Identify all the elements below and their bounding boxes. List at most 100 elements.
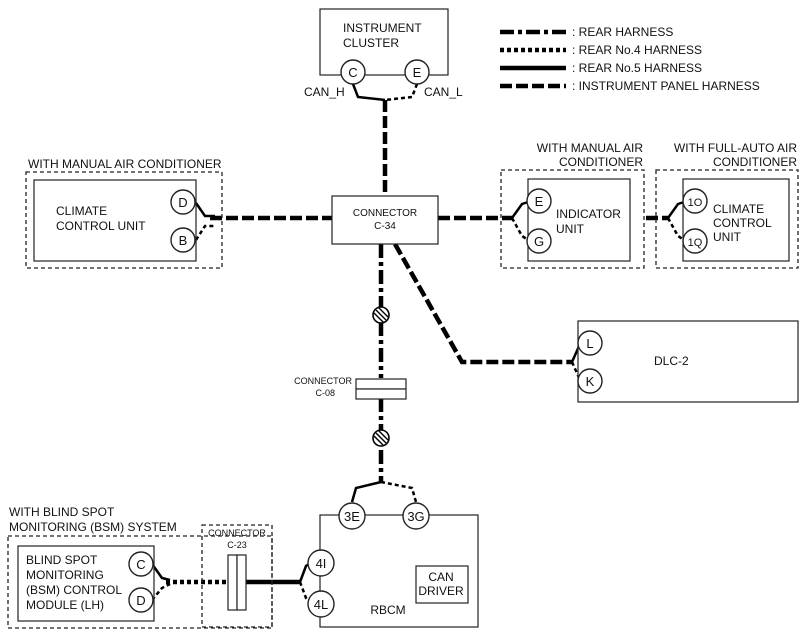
full-auto-unit-label-1: CLIMATE xyxy=(713,202,764,216)
pin-circle xyxy=(402,502,430,530)
pin-circle xyxy=(682,228,708,254)
legend-instrument-panel-harness-label: : INSTRUMENT PANEL HARNESS xyxy=(572,79,760,93)
pin-label: D xyxy=(178,195,187,210)
pin-label: G xyxy=(534,234,544,249)
pin-circle xyxy=(682,188,708,214)
legend-rear-harness-label: : REAR HARNESS xyxy=(572,25,673,39)
climate-control-unit-manual: WITH MANUAL AIR CONDITIONER CLIMATE CONT… xyxy=(25,157,223,269)
pin-circle xyxy=(526,188,552,214)
connector-c34: CONNECTOR C-34 xyxy=(331,195,439,245)
pin-circle xyxy=(577,330,603,356)
rbcm: RBCM CAN DRIVER 3E 3G 4I 4L xyxy=(307,502,479,628)
wire-full-auto-1q xyxy=(666,217,685,242)
connector-c08-top xyxy=(355,378,407,390)
connector-c23-left xyxy=(227,554,238,611)
climate-control-unit-label-1: CLIMATE xyxy=(56,204,107,218)
pin-circle xyxy=(128,551,154,577)
can-driver-label-1: CAN xyxy=(428,570,453,584)
pin-label: 4L xyxy=(314,597,328,612)
bsm-module-label-3: (BSM) CONTROL xyxy=(26,583,122,597)
wire-rbcm-3e-branch xyxy=(350,480,382,503)
pin-label: D xyxy=(136,593,145,608)
pin-label: K xyxy=(586,374,595,389)
dlc-2: DLC-2 L K xyxy=(577,320,799,403)
pin-circle xyxy=(526,228,552,254)
connector-c08-label-1: CONNECTOR xyxy=(294,376,352,386)
can-driver-box xyxy=(415,565,469,604)
wire-c34-to-dlc xyxy=(393,242,572,365)
connector-c34-label-1: CONNECTOR xyxy=(353,208,417,219)
wire-bsm-d xyxy=(151,582,171,601)
full-auto-unit-label-2: CONTROL xyxy=(713,216,772,230)
connector-c34-box xyxy=(331,195,439,245)
twisted-pair-icon xyxy=(372,429,390,447)
bsm-dashed-group xyxy=(7,535,273,629)
pin-circle xyxy=(128,587,154,613)
full-auto-dashed-group xyxy=(655,169,799,269)
wire-rbcm-3g-branch xyxy=(380,480,418,503)
instrument-cluster-label-1: INSTRUMENT xyxy=(343,21,422,35)
pin-label: E xyxy=(535,194,544,209)
full-auto-unit-label-3: UNIT xyxy=(713,230,742,244)
rbcm-label: RBCM xyxy=(370,603,405,617)
connector-c08: CONNECTOR C-08 xyxy=(294,376,407,400)
indicator-unit-group: WITH MANUAL AIR CONDITIONER INDICATOR UN… xyxy=(500,141,645,269)
indicator-caption-1: WITH MANUAL AIR xyxy=(537,141,644,155)
wire-climate-d xyxy=(194,202,215,218)
full-auto-caption-2: CONDITIONER xyxy=(713,155,797,169)
climate-control-unit-label-2: CONTROL UNIT xyxy=(56,219,146,233)
pin-label: 4I xyxy=(316,556,327,571)
wire-climate-b xyxy=(194,224,215,241)
bsm-module-label-1: BLIND SPOT xyxy=(26,553,98,567)
connector-c34-label-2: C-34 xyxy=(374,221,396,232)
pin-label: 1O xyxy=(688,197,703,209)
indicator-unit-label-1: INDICATOR xyxy=(556,207,621,221)
legend-rear-no4-harness-label: : REAR No.4 HARNESS xyxy=(572,43,702,57)
wire-bsm-c xyxy=(150,563,171,582)
bsm-control-module: WITH BLIND SPOT MONITORING (BSM) SYSTEM … xyxy=(7,505,273,629)
pin-circle xyxy=(404,59,430,85)
pin-label: L xyxy=(586,336,593,351)
pin-label: 3E xyxy=(344,509,360,524)
pin-label: C xyxy=(136,557,145,572)
bsm-caption-1: WITH BLIND SPOT xyxy=(9,505,115,519)
pin-circle xyxy=(577,368,603,394)
legend-rear-no5-harness-label: : REAR No.5 HARNESS xyxy=(572,61,702,75)
pin-label: C xyxy=(348,65,357,80)
pin-label: E xyxy=(413,65,422,80)
bsm-module-label-2: MONITORING xyxy=(26,568,104,582)
pin-label: B xyxy=(179,233,188,248)
instrument-cluster-label-2: CLUSTER xyxy=(343,36,399,50)
indicator-caption-2: CONDITIONER xyxy=(559,155,643,169)
full-auto-caption-1: WITH FULL-AUTO AIR xyxy=(674,141,797,155)
dlc-2-label: DLC-2 xyxy=(654,354,689,368)
can-h-label: CAN_H xyxy=(304,85,345,99)
pin-circle xyxy=(340,59,366,85)
dlc-2-box xyxy=(577,320,799,403)
twisted-pair-icon xyxy=(372,306,390,324)
pin-circle xyxy=(170,189,196,215)
wire-cluster-can-h xyxy=(351,83,386,102)
pin-circle xyxy=(307,590,335,618)
connector-c08-bottom xyxy=(355,388,407,400)
manual-ac-dashed-group xyxy=(25,171,223,269)
can-driver-label-2: DRIVER xyxy=(418,584,464,598)
bsm-module-label-4: MODULE (LH) xyxy=(26,598,104,612)
pin-label: 3G xyxy=(407,509,424,524)
bsm-caption-2: MONITORING (BSM) SYSTEM xyxy=(9,520,177,534)
connector-c23-label-1: CONNECTOR xyxy=(208,528,266,538)
connector-c23-label-2: C-23 xyxy=(227,540,247,550)
pin-circle xyxy=(307,549,335,577)
instrument-cluster: INSTRUMENT CLUSTER C E CAN_H CAN_L xyxy=(304,8,463,99)
wire-cluster-can-l xyxy=(384,83,419,102)
climate-control-unit-box xyxy=(33,179,197,262)
wire-indicator-e xyxy=(510,200,529,219)
connector-c08-label-2: C-08 xyxy=(315,388,335,398)
indicator-dashed-group xyxy=(500,169,645,269)
indicator-unit-label-2: UNIT xyxy=(556,222,585,236)
legend: : REAR HARNESS : REAR No.4 HARNESS : REA… xyxy=(500,25,760,93)
wire-full-auto-1o xyxy=(666,200,685,219)
wire-indicator-g xyxy=(510,217,529,242)
connector-c23: CONNECTOR C-23 xyxy=(201,524,273,628)
